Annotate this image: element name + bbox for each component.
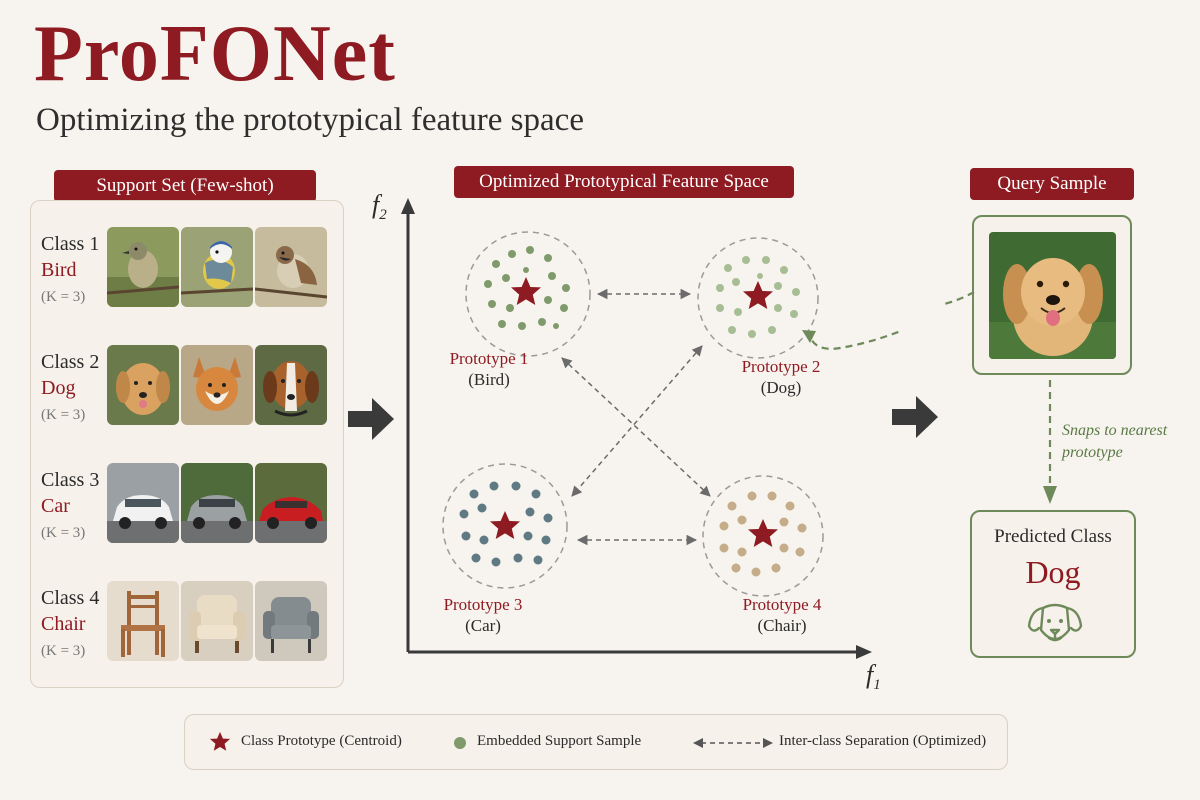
chair-image-2 — [181, 581, 253, 661]
prototype-star-bird — [511, 277, 541, 305]
x-axis-label: f1 — [866, 660, 881, 694]
car-image-3 — [255, 463, 327, 543]
legend-prototype-label: Class Prototype (Centroid) — [241, 733, 402, 749]
predicted-class-title: Predicted Class — [994, 526, 1112, 547]
class-row-bird: Class 1 Bird (K = 3) — [31, 227, 345, 317]
chair-image-1 — [107, 581, 179, 661]
class-k: (K = 3) — [41, 407, 86, 423]
separation-arrow-bird-chair — [561, 357, 711, 497]
predicted-class-box: Predicted Class Dog — [970, 510, 1136, 658]
page-subtitle: Optimizing the prototypical feature spac… — [36, 102, 584, 138]
predicted-class-value: Dog — [1025, 554, 1081, 590]
snap-caption: Snaps to nearest prototype — [1062, 422, 1168, 462]
query-dog-image — [989, 232, 1116, 359]
feature-space-plot — [401, 198, 900, 659]
class-name: Class 4 — [41, 587, 100, 609]
class-k: (K = 3) — [41, 525, 86, 541]
class-name: Class 1 — [41, 233, 100, 255]
bird-image-3 — [255, 227, 327, 307]
dog-image-2 — [181, 345, 253, 425]
query-sample-header: Query Sample — [970, 168, 1134, 200]
dot-icon — [454, 737, 466, 749]
prototype-label-chair: Prototype 4(Chair) — [742, 595, 822, 636]
query-sample-box — [972, 215, 1132, 375]
chair-image-3 — [255, 581, 327, 661]
prototype-star-dog — [743, 281, 773, 309]
class-label: Car — [41, 495, 70, 517]
prototype-label-car: Prototype 3(Car) — [443, 595, 523, 636]
car-image-2 — [181, 463, 253, 543]
dog-image-1 — [107, 345, 179, 425]
query-connector — [943, 291, 975, 306]
chair-sample-points — [719, 491, 807, 577]
class-name: Class 2 — [41, 351, 100, 373]
cluster-boundary-dog — [697, 237, 819, 359]
class-k: (K = 3) — [41, 289, 86, 305]
legend-separation-label: Inter-class Separation (Optimized) — [779, 733, 987, 749]
class-name: Class 3 — [41, 469, 100, 491]
double-arrow-icon — [693, 738, 773, 748]
arrow-down-icon — [1043, 380, 1057, 504]
prototype-star-chair — [748, 519, 778, 547]
class-row-dog: Class 2 Dog (K = 3) — [31, 345, 345, 435]
cluster-boundary-chair — [702, 475, 824, 597]
dog-face-icon — [1027, 603, 1083, 642]
prototype-star-car — [490, 511, 520, 539]
legend: Class Prototype (Centroid) Embedded Supp… — [184, 714, 1008, 770]
arrow-right-icon — [348, 398, 394, 440]
class-row-chair: Class 4 Chair (K = 3) — [31, 581, 345, 671]
y-axis-label: f2 — [372, 190, 387, 224]
prototype-label-dog: Prototype 2(Dog) — [741, 357, 821, 398]
class-row-car: Class 3 Car (K = 3) — [31, 463, 345, 553]
class-label: Chair — [41, 613, 86, 635]
class-label: Dog — [41, 377, 76, 399]
cluster-boundary-bird — [465, 231, 591, 357]
page-title: ProFONet — [34, 10, 396, 98]
car-sample-points — [459, 481, 553, 567]
legend-sample-label: Embedded Support Sample — [477, 733, 642, 749]
class-k: (K = 3) — [41, 643, 86, 659]
dog-image-3 — [255, 345, 327, 425]
star-icon — [209, 731, 231, 751]
feature-space-header: Optimized Prototypical Feature Space — [454, 166, 794, 198]
arrow-right-icon — [892, 396, 938, 438]
prototype-label-bird: Prototype 1(Bird) — [449, 349, 529, 390]
dog-sample-points — [716, 256, 800, 338]
support-set-panel: Class 1 Bird (K = 3) — [30, 200, 344, 688]
car-image-1 — [107, 463, 179, 543]
class-label: Bird — [41, 259, 77, 281]
support-set-header: Support Set (Few-shot) — [54, 170, 316, 202]
bird-image-1 — [107, 227, 179, 307]
bird-sample-points — [484, 246, 570, 330]
cluster-boundary-car — [442, 463, 568, 589]
separation-arrow-dog-car — [571, 345, 703, 497]
bird-image-2 — [181, 227, 253, 307]
query-snap-path — [808, 330, 900, 350]
